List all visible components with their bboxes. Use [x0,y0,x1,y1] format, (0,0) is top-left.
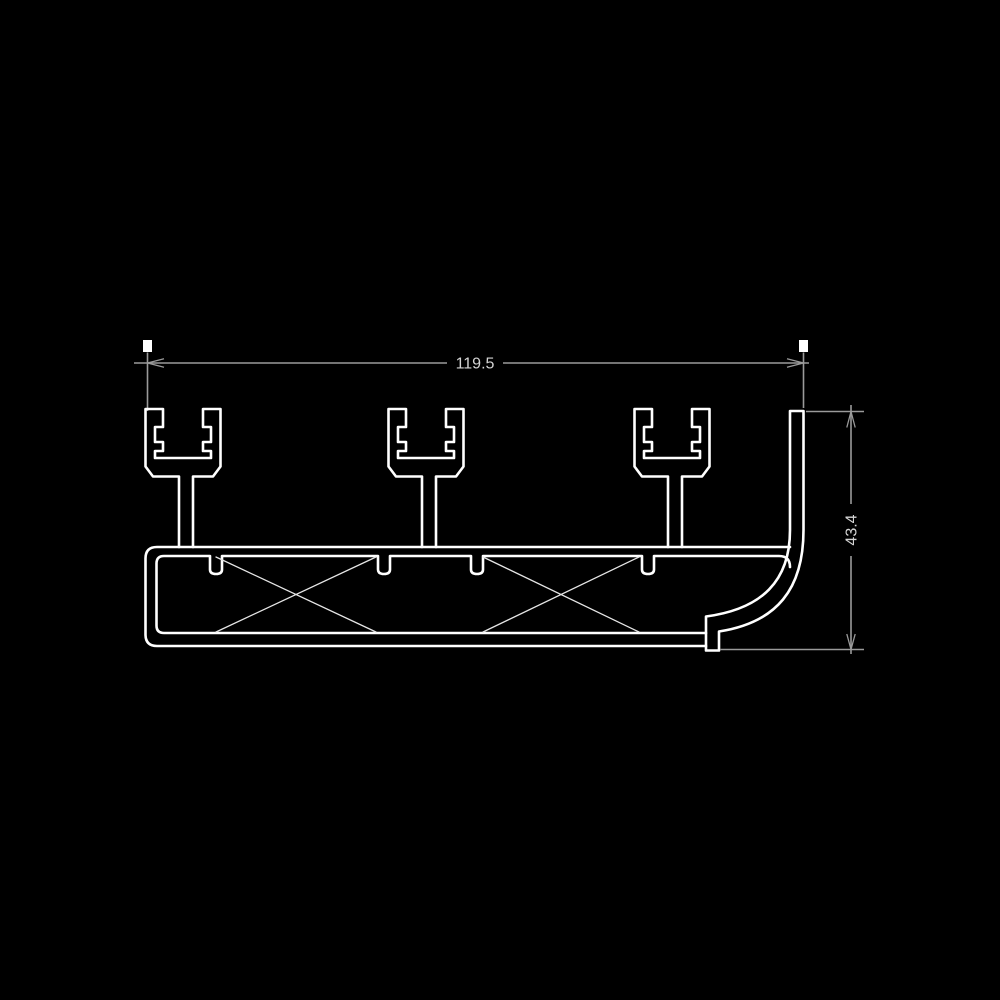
cross-brace-left [215,556,377,633]
right-wall-outline [704,409,805,652]
width-arrowhead-left [147,358,165,368]
height-label-group: 43.4 [842,504,861,556]
dimension-height-label: 43.4 [844,514,861,545]
extension-endpoint-markers [143,340,808,352]
clip-channel-right [633,407,711,549]
endpoint-marker-left [143,340,152,352]
width-label-backing [447,354,503,372]
endpoint-marker-right [799,340,808,352]
cross-brace-right [482,556,640,633]
extrusion-profile [144,407,805,652]
dimension-width-label: 119.5 [456,356,495,373]
base-inner-cavity [155,554,792,635]
height-label-backing [842,504,860,556]
base-outer-outline [144,545,792,648]
dimension-height [720,405,864,654]
clip-channel-middle [387,407,465,549]
dimension-labels: 119.5 43.4 [447,354,861,556]
cross-braces [215,556,640,633]
clip-channel-left [144,407,222,549]
width-arrowhead-right [786,358,804,368]
height-arrowhead-top [846,411,856,428]
height-arrowhead-bottom [846,633,856,650]
